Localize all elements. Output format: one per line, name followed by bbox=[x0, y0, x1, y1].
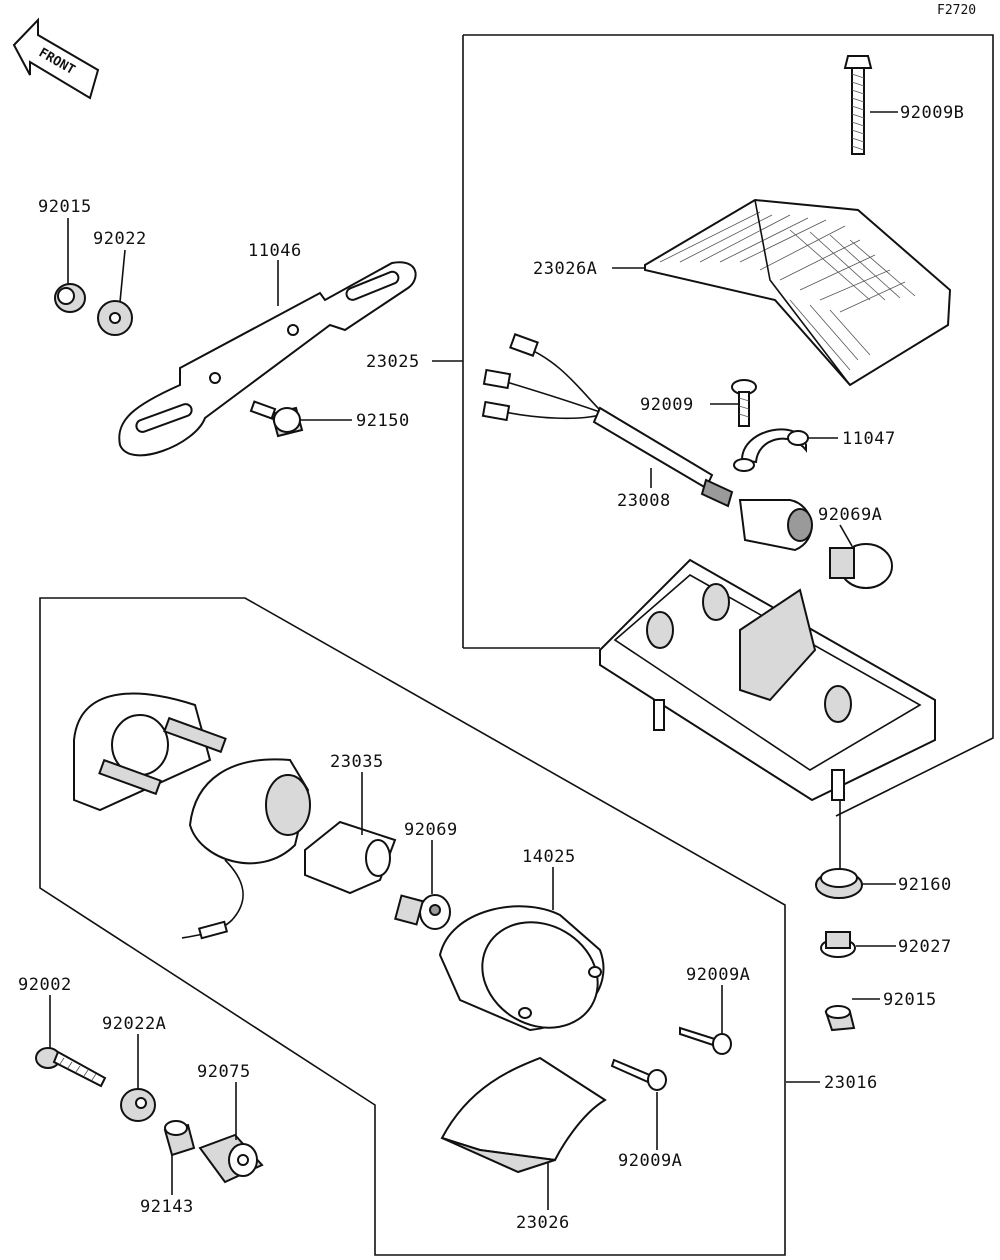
label-23008: 23008 bbox=[617, 491, 671, 511]
label-92015-left: 92015 bbox=[38, 197, 92, 217]
screw-92009A-lower bbox=[610, 1058, 667, 1091]
label-92143: 92143 bbox=[140, 1197, 194, 1217]
figure-id: F2720 bbox=[937, 3, 976, 18]
label-92069: 92069 bbox=[404, 820, 458, 840]
clip-23035 bbox=[304, 820, 397, 895]
screw-92009 bbox=[731, 379, 757, 427]
label-92015-right: 92015 bbox=[883, 990, 937, 1010]
cover-14025 bbox=[438, 905, 605, 1032]
assembly-23025-frame bbox=[462, 34, 994, 817]
label-92009A-upper: 92009A bbox=[686, 965, 750, 985]
label-92022A: 92022A bbox=[102, 1014, 166, 1034]
label-23025: 23025 bbox=[366, 352, 420, 372]
nut-92015-left bbox=[54, 283, 86, 313]
label-23026: 23026 bbox=[516, 1213, 570, 1233]
label-92002: 92002 bbox=[18, 975, 72, 995]
bolt-92002 bbox=[35, 1047, 107, 1088]
lens-23026A bbox=[644, 198, 952, 387]
label-92160: 92160 bbox=[898, 875, 952, 895]
socket-assembly bbox=[181, 758, 311, 940]
front-arrow-icon: FRONT bbox=[12, 17, 100, 100]
collar-92143 bbox=[163, 1120, 196, 1157]
bulb-92069A bbox=[829, 543, 893, 589]
label-92075: 92075 bbox=[197, 1062, 251, 1082]
bulb-92069 bbox=[394, 894, 451, 930]
label-11047: 11047 bbox=[842, 429, 896, 449]
label-92150: 92150 bbox=[356, 411, 410, 431]
label-92009: 92009 bbox=[640, 395, 694, 415]
grommet-92160 bbox=[815, 868, 863, 899]
label-92009A-lower: 92009A bbox=[618, 1151, 682, 1171]
harness-23008 bbox=[481, 333, 813, 552]
cover-23026 bbox=[440, 1056, 607, 1174]
lamp-base bbox=[73, 692, 227, 812]
label-14025: 14025 bbox=[522, 847, 576, 867]
part-labels: 92009B 23026A 23025 92009 11047 23008 92… bbox=[18, 103, 964, 1233]
bracket-11046 bbox=[118, 261, 417, 457]
washer-92022 bbox=[97, 300, 133, 336]
washer-92022A bbox=[120, 1088, 156, 1122]
screw-92009A-upper bbox=[679, 1026, 732, 1055]
label-23035: 23035 bbox=[330, 752, 384, 772]
label-23026A: 23026A bbox=[533, 259, 597, 279]
grommet-92075 bbox=[198, 1133, 264, 1184]
housing-tail-lamp bbox=[599, 558, 936, 802]
label-23016: 23016 bbox=[824, 1073, 878, 1093]
collar-92027 bbox=[820, 931, 856, 958]
leader-lines bbox=[49, 111, 898, 1210]
label-92027: 92027 bbox=[898, 937, 952, 957]
nut-92015-right bbox=[824, 1005, 856, 1032]
label-92022: 92022 bbox=[93, 229, 147, 249]
label-92069A: 92069A bbox=[818, 505, 882, 525]
screw-92009B bbox=[843, 55, 873, 155]
clamp-11047 bbox=[733, 428, 809, 472]
label-92009B: 92009B bbox=[900, 103, 964, 123]
assembly-23016-frame bbox=[39, 597, 786, 1256]
bolt-92150 bbox=[249, 400, 304, 438]
label-11046: 11046 bbox=[248, 241, 302, 261]
